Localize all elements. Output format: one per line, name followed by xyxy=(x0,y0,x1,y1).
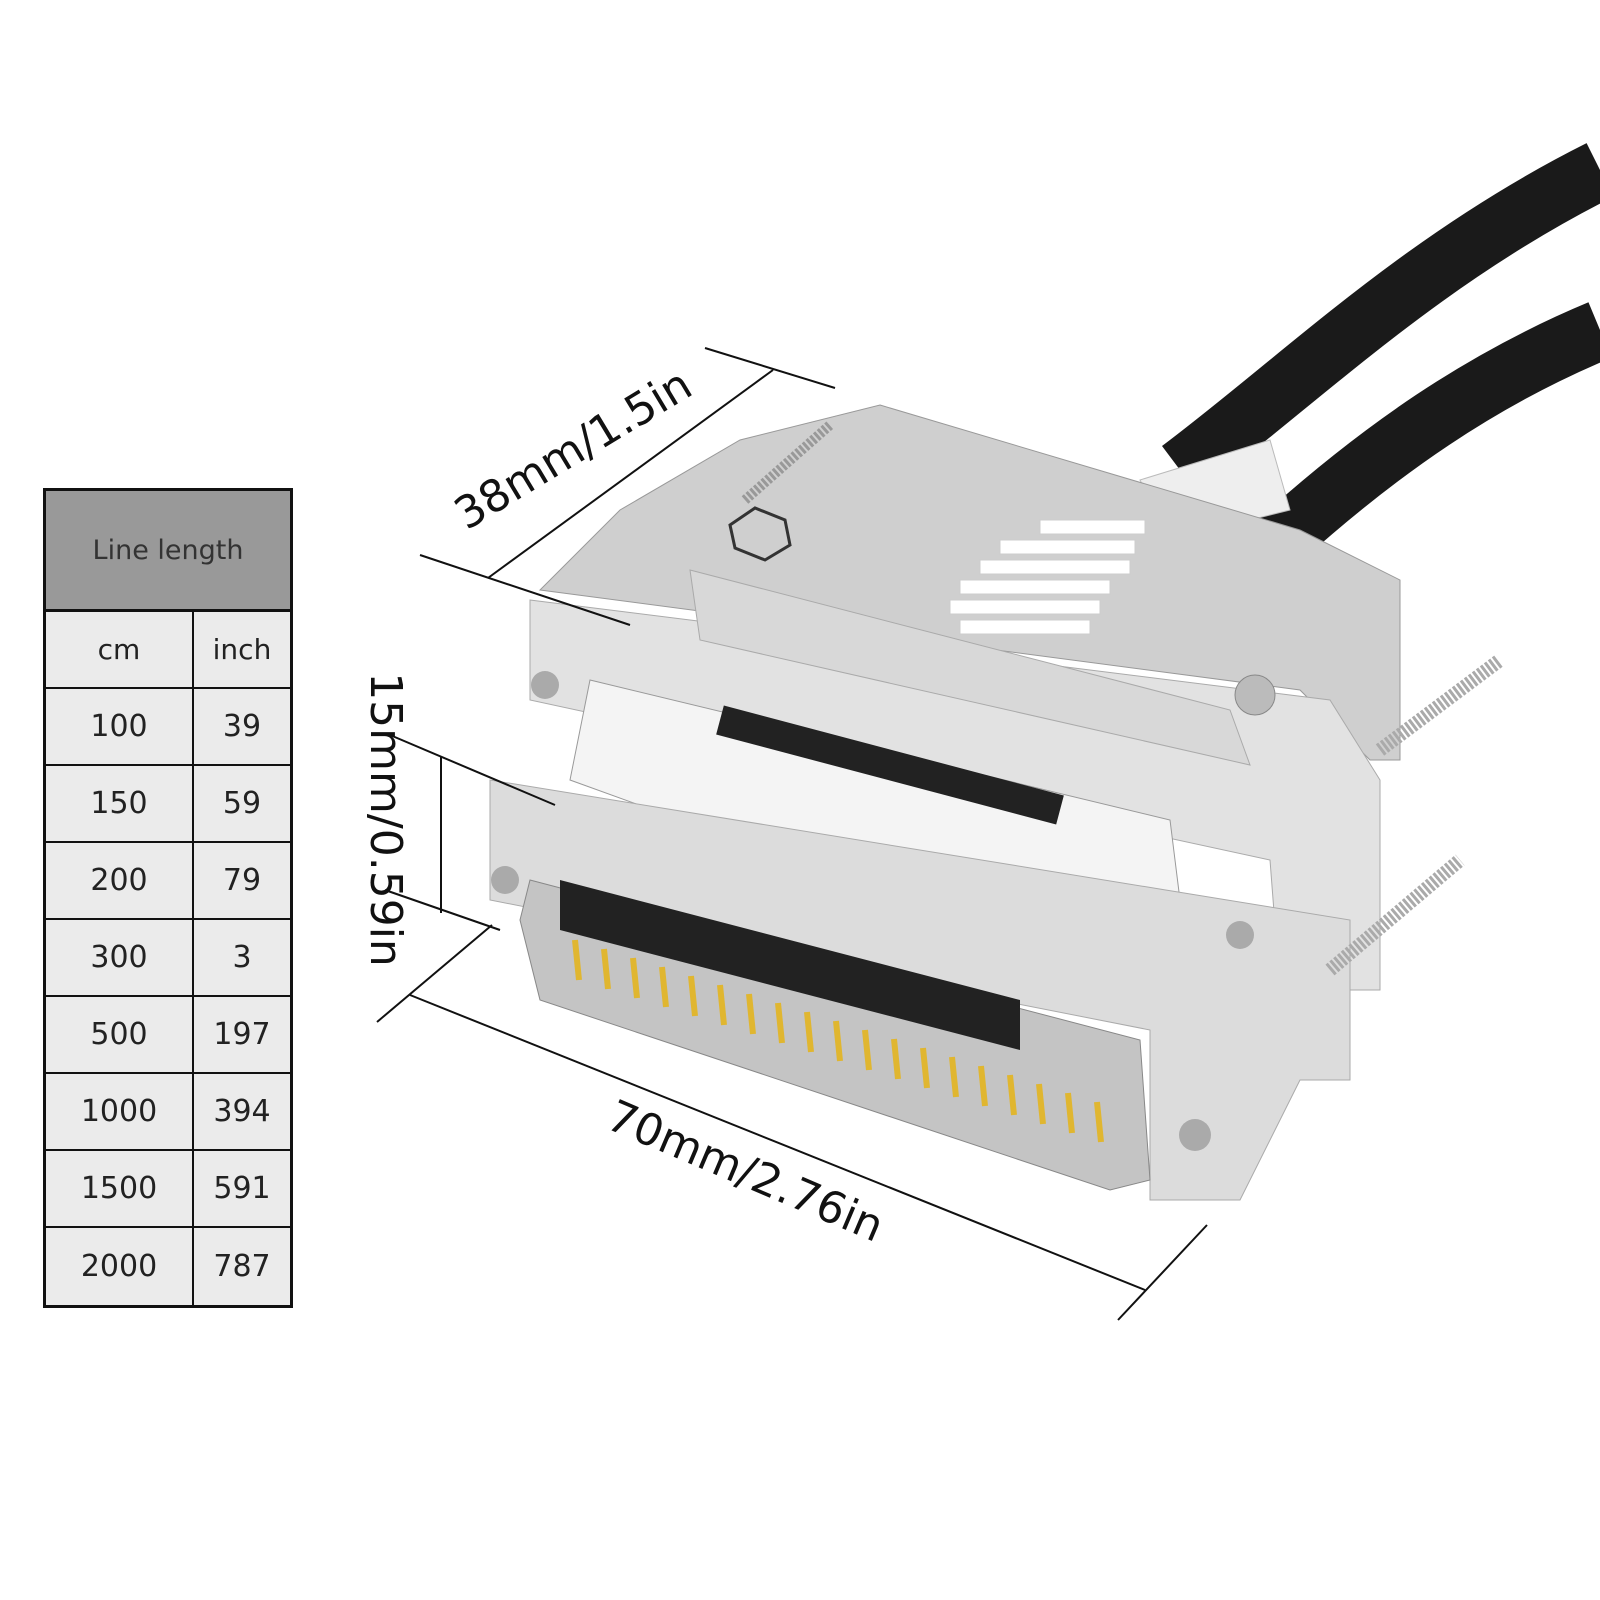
pin xyxy=(746,993,756,1035)
height-dimension-label: 15mm/0.59in xyxy=(359,672,411,967)
cell-inch: 197 xyxy=(213,1017,271,1052)
pin xyxy=(1007,1074,1017,1116)
pin xyxy=(978,1065,988,1107)
cables xyxy=(1139,143,1600,563)
table-header-row: cm inch xyxy=(46,612,290,689)
cell-inch: 3 xyxy=(232,940,252,975)
table-row: 500 197 xyxy=(46,997,290,1074)
cell-cm: 200 xyxy=(46,843,194,918)
pin xyxy=(659,966,669,1008)
cell-inch: 591 xyxy=(213,1171,271,1206)
column-header-inch: inch xyxy=(212,633,272,666)
cell-cm: 100 xyxy=(46,689,194,764)
cell-inch: 394 xyxy=(213,1094,271,1129)
cell-inch: 59 xyxy=(222,786,262,821)
line-length-table: Line length cm inch 100 39 150 59 200 79 300 3 5… xyxy=(43,488,293,1308)
column-header-cm: cm xyxy=(46,612,194,687)
table-row: 150 59 xyxy=(46,766,290,843)
table-row: 300 3 xyxy=(46,920,290,997)
pin xyxy=(775,1002,785,1044)
table-row: 1500 591 xyxy=(46,1151,290,1228)
cell-inch: 79 xyxy=(222,863,262,898)
table-row: 100 39 xyxy=(46,689,290,766)
pin xyxy=(891,1038,901,1080)
pin xyxy=(688,975,698,1017)
cell-inch: 787 xyxy=(213,1249,271,1284)
cell-cm: 150 xyxy=(46,766,194,841)
pins xyxy=(572,939,1104,1143)
pin xyxy=(833,1020,843,1062)
cell-cm: 2000 xyxy=(46,1228,194,1305)
pin xyxy=(1036,1083,1046,1125)
pin xyxy=(601,948,611,990)
table-row: 1000 394 xyxy=(46,1074,290,1151)
pin xyxy=(1094,1101,1104,1143)
cell-cm: 1500 xyxy=(46,1151,194,1226)
pin xyxy=(717,984,727,1026)
cell-cm: 500 xyxy=(46,997,194,1072)
cell-cm: 300 xyxy=(46,920,194,995)
pin xyxy=(1065,1092,1075,1134)
pin xyxy=(804,1011,814,1053)
pin xyxy=(862,1029,872,1071)
table-row: 2000 787 xyxy=(46,1228,290,1305)
cell-inch: 39 xyxy=(222,709,262,744)
pin xyxy=(949,1056,959,1098)
cell-cm: 1000 xyxy=(46,1074,194,1149)
table-title: Line length xyxy=(46,491,290,612)
pin xyxy=(572,939,582,981)
table-row: 200 79 xyxy=(46,843,290,920)
pin xyxy=(630,957,640,999)
dimension-lines xyxy=(376,347,1208,1321)
pin xyxy=(920,1047,930,1089)
